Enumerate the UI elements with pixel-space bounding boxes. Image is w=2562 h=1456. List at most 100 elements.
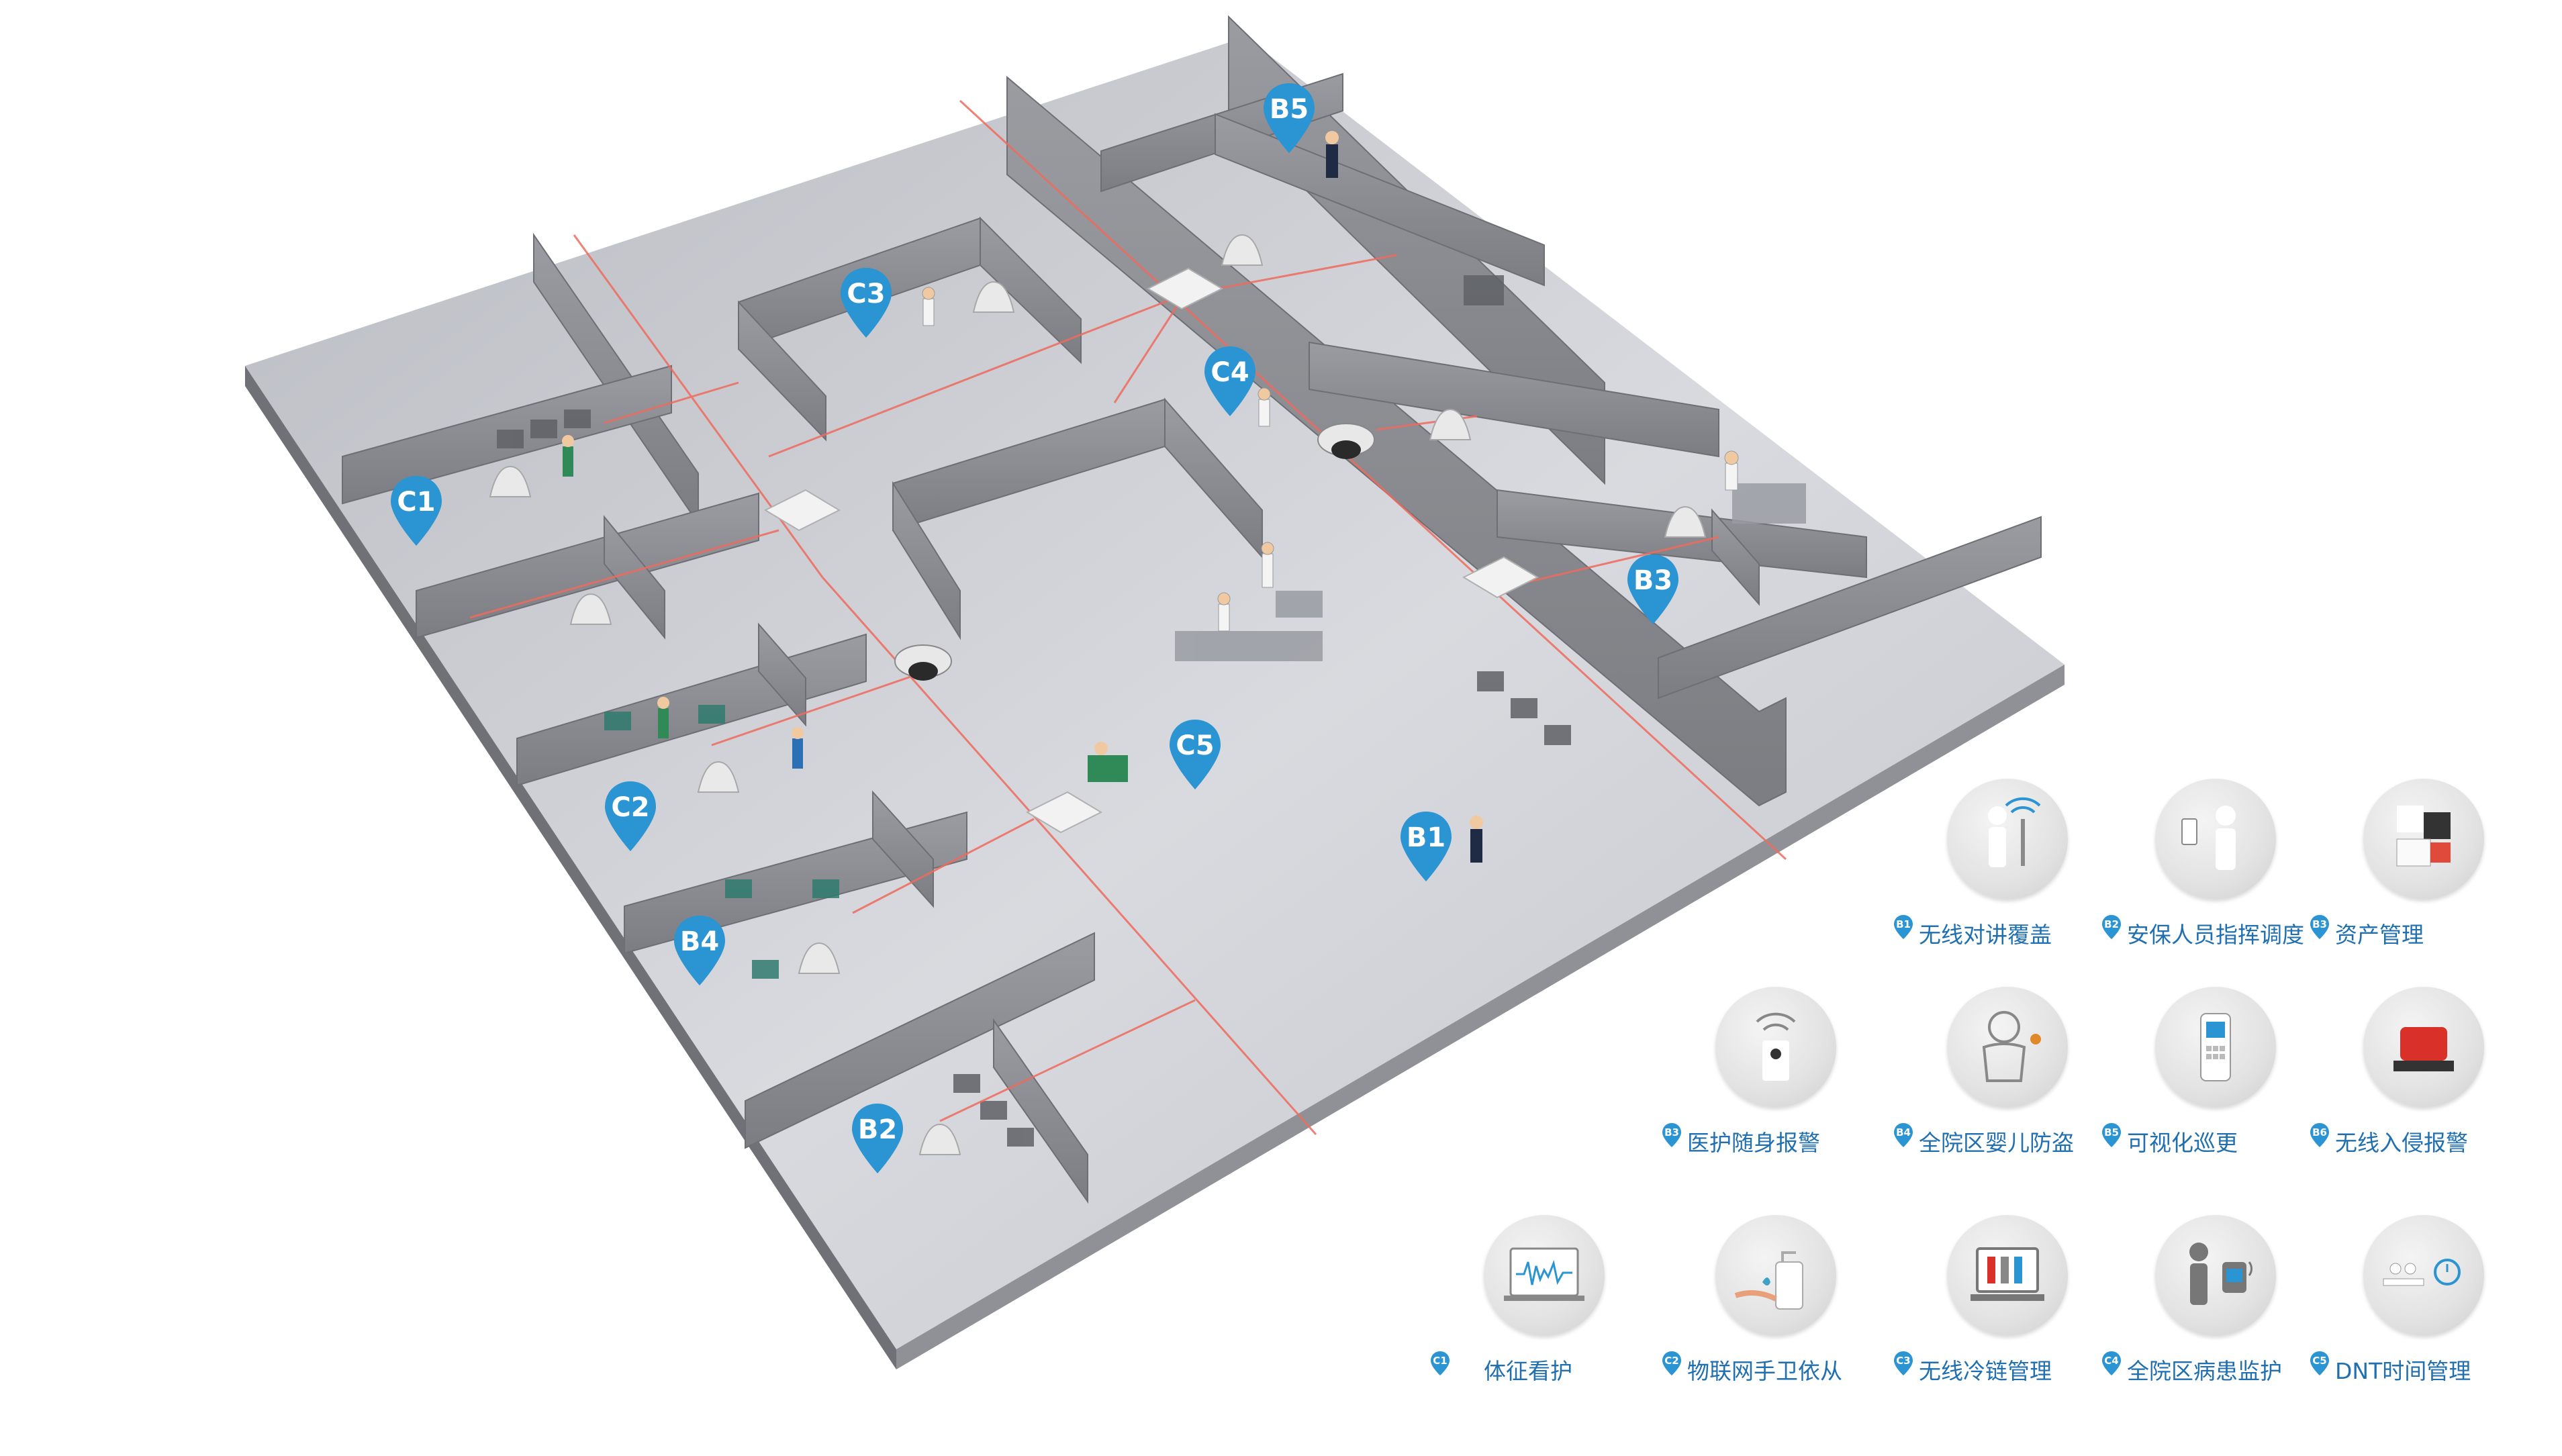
feature-label: 可视化巡更 xyxy=(2127,1130,2238,1156)
location-marker-c2[interactable]: C2 xyxy=(602,779,659,854)
dnt-timer-icon xyxy=(2383,1259,2461,1286)
floor-slab xyxy=(245,37,2065,1369)
feature-icon-circle xyxy=(1947,987,2068,1108)
feature-item-c3[interactable]: C3 无线冷链管理 xyxy=(1893,1215,2175,1384)
code-pin-icon xyxy=(1662,1123,1681,1147)
feature-item-b2[interactable]: B2 安保人员指挥调度 xyxy=(2101,779,2383,948)
wireless-alarm-device-icon xyxy=(1756,1012,1796,1081)
feature-label: 体征看护 xyxy=(1484,1358,1572,1384)
ceiling-devices xyxy=(489,234,1707,1155)
code-pin-icon xyxy=(2102,1123,2121,1147)
walkie-talkie-person-icon xyxy=(1988,797,2041,867)
feature-label: 无线冷链管理 xyxy=(1919,1358,2052,1384)
feature-label: 医护随身报警 xyxy=(1687,1130,1820,1156)
feature-icon-circle xyxy=(2363,1215,2484,1336)
location-marker-b2[interactable]: B2 xyxy=(849,1101,906,1176)
marker-label: C1 xyxy=(397,487,436,518)
feature-item-c2[interactable]: C2 物联网手卫依从 xyxy=(1662,1215,1944,1384)
feature-item-c5[interactable]: C5 DNT时间管理 xyxy=(2310,1215,2562,1384)
vital-signs-monitor-icon xyxy=(1504,1247,1584,1301)
feature-label: 无线对讲覆盖 xyxy=(1919,922,2052,948)
location-marker-b5[interactable]: B5 xyxy=(1261,81,1317,156)
security-guard-radio-icon xyxy=(2181,806,2236,870)
feature-icon-circle xyxy=(2155,987,2276,1108)
feature-code: B5 xyxy=(2104,1126,2119,1138)
code-pin-icon xyxy=(2102,1351,2121,1375)
feature-label: 安保人员指挥调度 xyxy=(2127,922,2304,948)
location-marker-b3[interactable]: B3 xyxy=(1625,552,1681,627)
feature-code: B3 xyxy=(1664,1126,1679,1138)
map-pin-icon xyxy=(674,916,725,985)
map-pin-icon xyxy=(1170,720,1221,789)
map-pin-icon xyxy=(391,476,442,546)
location-marker-c3[interactable]: C3 xyxy=(838,265,894,340)
marker-label: B4 xyxy=(679,926,720,957)
marker-label: B5 xyxy=(1269,94,1309,125)
code-pin-icon xyxy=(2310,1351,2329,1375)
feature-code: C4 xyxy=(2104,1355,2119,1367)
feature-item-b4[interactable]: B4 全院区婴儿防盗 xyxy=(1893,987,2175,1156)
marker-label: B1 xyxy=(1406,822,1446,853)
feature-item-c1[interactable]: C1 体征看护 xyxy=(1430,1215,1712,1384)
feature-label: 全院区婴儿防盗 xyxy=(1919,1130,2074,1156)
feature-icon-circle xyxy=(2363,987,2484,1108)
feature-label: 资产管理 xyxy=(2335,922,2424,948)
access-point-device xyxy=(763,267,1539,834)
marker-label: B3 xyxy=(1633,565,1673,596)
dome-camera xyxy=(894,423,1375,681)
feature-icon-circle xyxy=(1715,987,1836,1108)
feature-code: B1 xyxy=(1896,918,1911,930)
map-pin-icon xyxy=(1204,346,1255,416)
marker-label: C4 xyxy=(1211,357,1249,388)
feature-item-b5[interactable]: B5 可视化巡更 xyxy=(2101,987,2383,1156)
code-pin-icon xyxy=(2102,915,2121,939)
feature-label: 全院区病患监护 xyxy=(2127,1358,2282,1384)
marker-label: B2 xyxy=(857,1114,898,1145)
feature-code: B3 xyxy=(2312,918,2327,930)
ceiling-antenna-device xyxy=(489,234,1707,1155)
feature-code: C1 xyxy=(1433,1355,1448,1367)
code-pin-icon xyxy=(1894,1351,1913,1375)
feature-icon-circle xyxy=(1947,1215,2068,1336)
feature-icon-circle xyxy=(1947,779,2068,900)
feature-icon-circle xyxy=(2363,779,2484,900)
code-pin-icon xyxy=(1431,1351,1450,1375)
location-marker-b1[interactable]: B1 xyxy=(1398,809,1454,884)
feature-item-b1[interactable]: B1 无线对讲覆盖 xyxy=(1893,779,2175,948)
location-marker-b4[interactable]: B4 xyxy=(671,913,728,988)
map-pin-icon xyxy=(841,268,892,338)
alarm-siren-icon xyxy=(2393,1027,2454,1071)
hand-sanitizer-icon xyxy=(1734,1251,1803,1310)
feature-code: C2 xyxy=(1664,1355,1679,1367)
feature-code: B6 xyxy=(2312,1126,2327,1138)
feature-code: C3 xyxy=(1896,1355,1911,1367)
code-pin-icon xyxy=(1894,1123,1913,1147)
marker-label: C2 xyxy=(611,792,650,823)
feature-code: C5 xyxy=(2312,1355,2327,1367)
feature-icon-circle xyxy=(1484,1215,1605,1336)
feature-item-b3-alarm[interactable]: B3 医护随身报警 xyxy=(1662,987,1944,1156)
feature-label: 无线入侵报警 xyxy=(2335,1130,2468,1156)
map-pin-icon xyxy=(1627,554,1678,624)
code-pin-icon xyxy=(1894,915,1913,939)
feature-code: B4 xyxy=(1896,1126,1911,1138)
location-marker-c4[interactable]: C4 xyxy=(1202,344,1258,419)
code-pin-icon xyxy=(1662,1351,1681,1375)
people-figures xyxy=(562,131,1739,863)
furniture xyxy=(497,275,1806,1147)
feature-item-b3-asset[interactable]: B3 资产管理 xyxy=(2310,779,2562,948)
map-pin-icon xyxy=(605,781,656,851)
feature-code: B2 xyxy=(2104,918,2119,930)
feature-item-b6[interactable]: B6 无线入侵报警 xyxy=(2310,987,2562,1156)
feature-item-c4[interactable]: C4 全院区病患监护 xyxy=(2101,1215,2383,1384)
location-marker-c1[interactable]: C1 xyxy=(388,473,444,548)
marker-label: C3 xyxy=(847,279,886,309)
cold-chain-monitor-icon xyxy=(1971,1247,2044,1301)
asset-tag-icon xyxy=(2396,806,2451,867)
code-pin-icon xyxy=(2310,915,2329,939)
map-pin-icon xyxy=(1264,83,1315,153)
feature-icon-circle xyxy=(1715,1215,1836,1336)
code-pin-icon xyxy=(2310,1123,2329,1147)
location-marker-c5[interactable]: C5 xyxy=(1167,717,1223,792)
